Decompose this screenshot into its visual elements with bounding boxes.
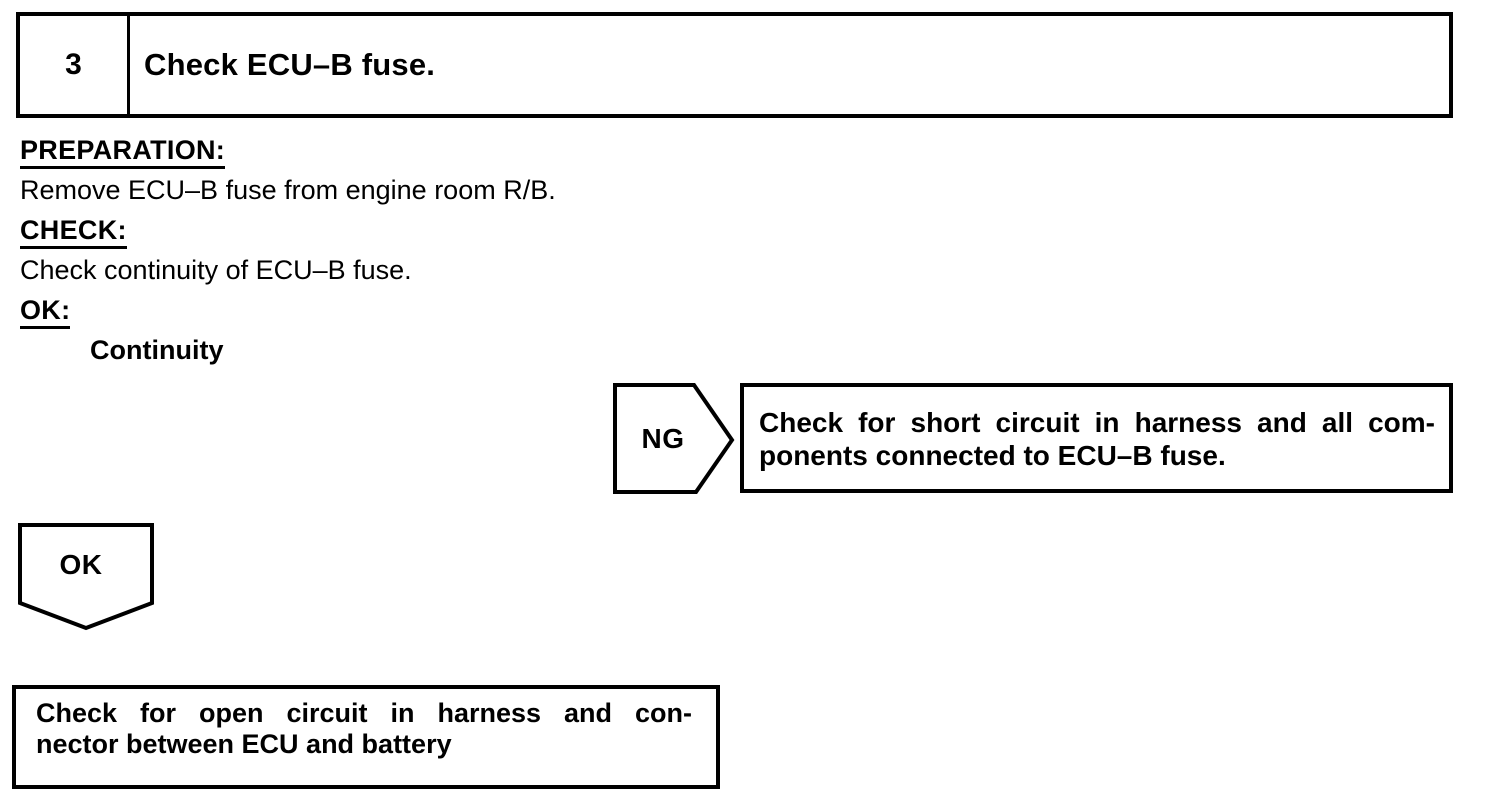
check-heading: CHECK: <box>20 210 840 250</box>
ng-action-line-2: ponents connected to ECU–B fuse. <box>759 440 1226 471</box>
ok-result-value: Continuity <box>90 335 224 365</box>
ok-arrow-pentagon-icon <box>18 523 154 631</box>
ok-action-line-1: Check for open circuit in harness and co… <box>36 698 692 728</box>
step-header-box: 3 Check ECU–B fuse. <box>16 12 1453 118</box>
ok-action-line-2: nector between ECU and battery <box>36 729 452 759</box>
step-number: 3 <box>20 16 130 114</box>
ng-label: NG <box>641 422 685 454</box>
ng-action-box: Check for short circuit in harness and a… <box>740 383 1453 493</box>
preparation-body: Remove ECU–B fuse from engine room R/B. <box>20 175 556 205</box>
ng-arrow-pentagon-icon <box>613 383 735 494</box>
preparation-heading-label: PREPARATION: <box>20 135 226 169</box>
ok-heading: OK: <box>20 290 840 330</box>
step-title: Check ECU–B fuse. <box>144 47 436 82</box>
preparation-heading: PREPARATION: <box>20 130 840 170</box>
ng-branch-arrow: NG <box>613 383 735 494</box>
ok-label: OK <box>59 549 103 580</box>
check-heading-label: CHECK: <box>20 215 127 249</box>
ok-branch-arrow: OK <box>18 523 154 631</box>
ok-heading-label: OK: <box>20 295 71 329</box>
ng-action-line-1: Check for short circuit in harness and a… <box>759 407 1435 438</box>
procedure-text-block: PREPARATION: Remove ECU–B fuse from engi… <box>20 130 840 370</box>
ok-action-box: Check for open circuit in harness and co… <box>12 685 720 789</box>
check-body: Check continuity of ECU–B fuse. <box>20 255 412 285</box>
